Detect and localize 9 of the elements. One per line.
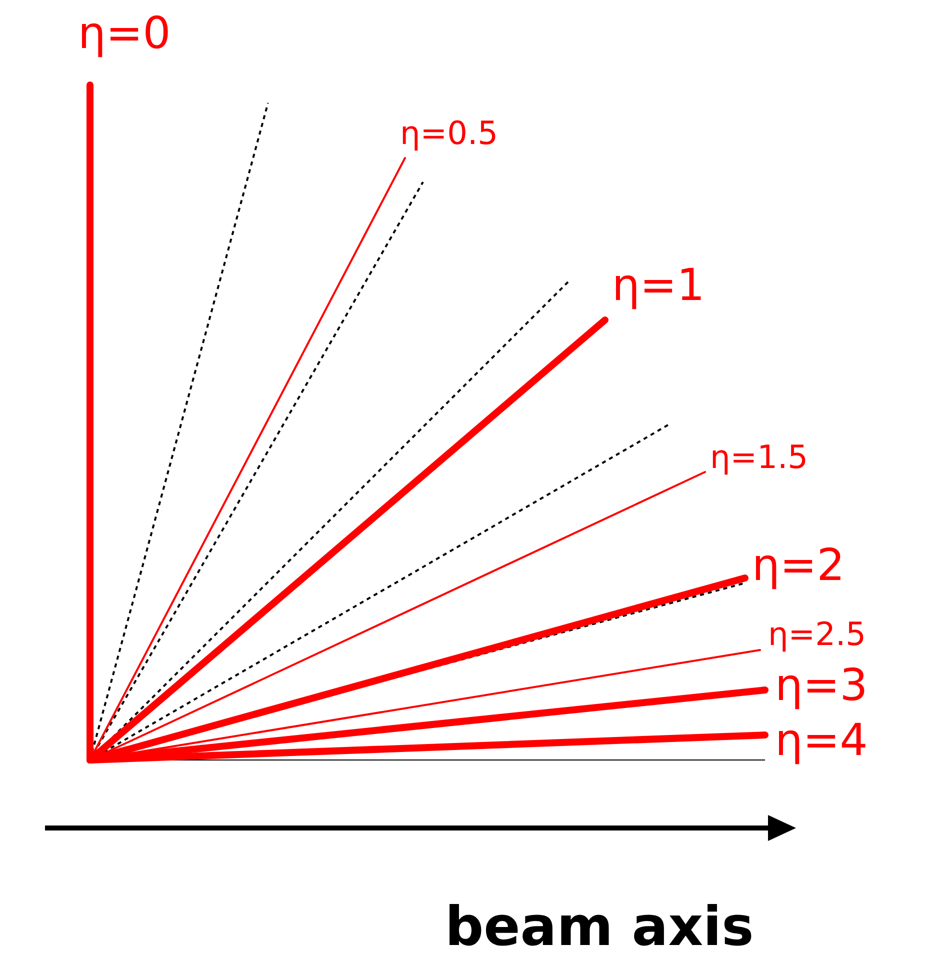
eta-label: η=0.5 bbox=[400, 117, 498, 149]
eta-label: η=3 bbox=[775, 664, 868, 708]
axis-label: beam axis bbox=[445, 900, 754, 954]
eta-label: η=1 bbox=[612, 264, 705, 308]
eta-label: η=2 bbox=[752, 544, 845, 588]
eta-label: η=0 bbox=[78, 12, 171, 56]
eta-label: η=2.5 bbox=[768, 618, 866, 650]
eta-label: η=1.5 bbox=[710, 441, 808, 473]
eta-label: η=4 bbox=[775, 719, 868, 763]
